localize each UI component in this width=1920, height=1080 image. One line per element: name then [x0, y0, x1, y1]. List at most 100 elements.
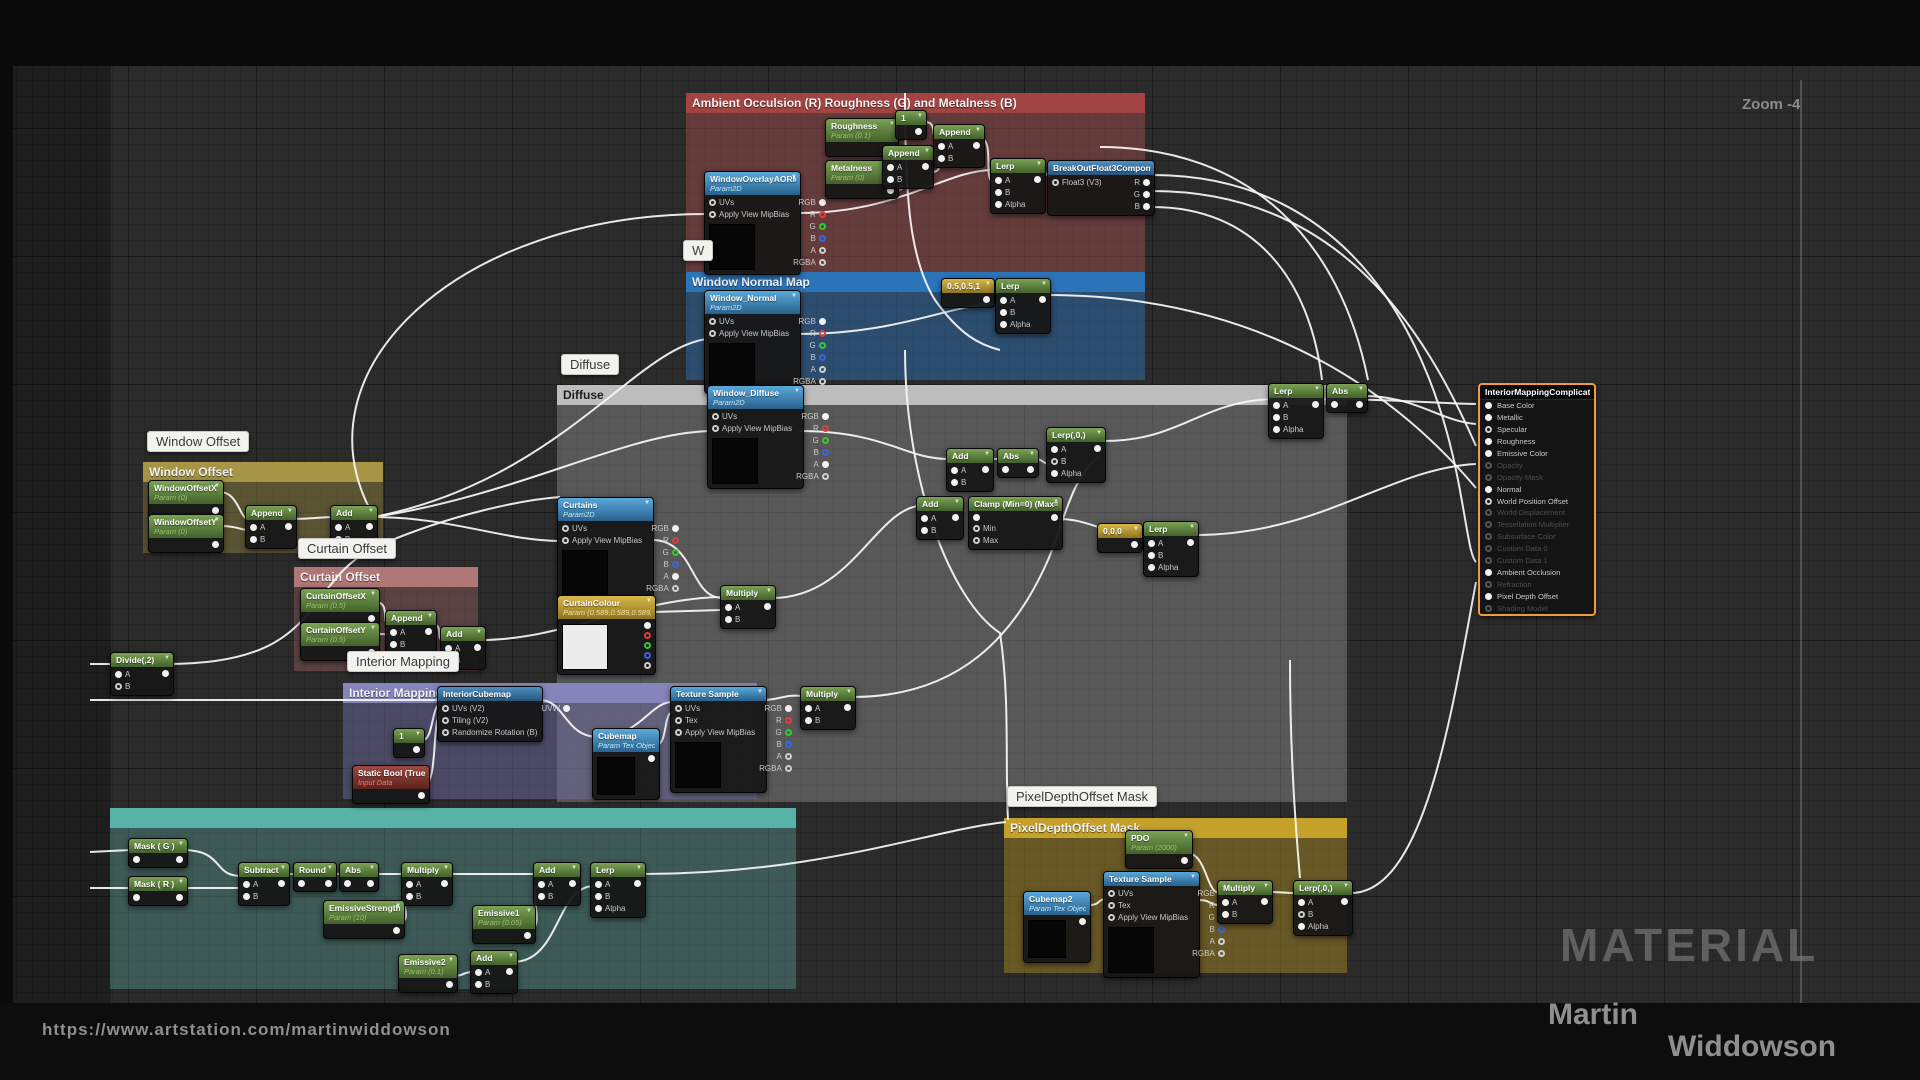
node-append-b-in-1-pin[interactable] [938, 155, 945, 162]
node-window-normal-out-1-pin[interactable] [818, 330, 826, 337]
dropdown-caret-icon[interactable]: ▼ [757, 689, 763, 695]
node-abs-tr[interactable]: Abs▼ [1326, 383, 1368, 413]
node-add-top-in-1-pin[interactable] [951, 479, 958, 486]
dropdown-caret-icon[interactable]: ▼ [280, 865, 286, 871]
node-clamp-in-0-pin[interactable] [973, 514, 980, 521]
node-multiply-pdo-header[interactable]: Multiply▼ [1218, 881, 1272, 895]
node-windowoverlay-aorm-out-4-pin[interactable] [818, 247, 826, 254]
dropdown-caret-icon[interactable]: ▼ [368, 508, 374, 514]
dropdown-caret-icon[interactable]: ▼ [370, 591, 376, 597]
node-lerp-a3-in-2-pin[interactable] [1051, 470, 1058, 477]
node-curtains-out-3-pin[interactable] [671, 561, 679, 568]
output-pin-0-dot[interactable] [1485, 402, 1492, 410]
dropdown-caret-icon[interactable]: ▼ [369, 865, 375, 871]
dropdown-caret-icon[interactable]: ▼ [287, 508, 293, 514]
dropdown-caret-icon[interactable]: ▼ [846, 689, 852, 695]
node-multiply-mid-out-0-pin[interactable] [844, 704, 851, 711]
node-append-a-header[interactable]: Append▼ [883, 146, 933, 160]
node-emissive-strength-out-0-pin[interactable] [393, 927, 400, 934]
node-interior-cubemap-in-2-pin[interactable] [442, 729, 449, 736]
node-multiply-teal-in-0-pin[interactable] [406, 881, 413, 888]
node-subtract-in-0-pin[interactable] [243, 881, 250, 888]
node-windowoverlay-aorm-out-0-pin[interactable] [818, 199, 826, 206]
node-round-in-0-pin[interactable] [298, 880, 305, 887]
dropdown-caret-icon[interactable]: ▼ [448, 957, 454, 963]
node-texture-sample-2-out-4-pin[interactable] [1217, 938, 1225, 945]
dropdown-caret-icon[interactable]: ▼ [178, 879, 184, 885]
node-abs-teal-out-0-pin[interactable] [367, 880, 374, 887]
node-append-co-out-0-pin[interactable] [425, 628, 432, 635]
node-window-diffuse-out-1-pin[interactable] [821, 425, 829, 432]
dropdown-caret-icon[interactable]: ▼ [164, 655, 170, 661]
node-divide-in-0-pin[interactable] [115, 671, 122, 678]
node-abs-teal-in-0-pin[interactable] [344, 880, 351, 887]
output-pin-4[interactable]: Emissive Color [1480, 448, 1594, 460]
node-abs-mid-header[interactable]: Abs▼ [998, 449, 1038, 463]
node-lerp-aorm-in-2-pin[interactable] [995, 201, 1002, 208]
node-subtract-in-1-pin[interactable] [243, 893, 250, 900]
dropdown-caret-icon[interactable]: ▼ [1096, 430, 1102, 436]
node-breakout-float3-out-0-pin[interactable] [1143, 179, 1150, 186]
node-curtainoffset-x-out-0-pin[interactable] [368, 615, 375, 622]
node-add-mid-in-1-pin[interactable] [921, 527, 928, 534]
node-window-diffuse-out-3-pin[interactable] [821, 449, 829, 456]
dropdown-caret-icon[interactable]: ▼ [646, 598, 652, 604]
node-interior-cubemap-in-1-pin[interactable] [442, 717, 449, 724]
node-window-diffuse-out-0-pin[interactable] [821, 413, 829, 420]
node-lerp-tr-out-0-pin[interactable] [1312, 401, 1319, 408]
node-multiply-curtain-header[interactable]: Multiply▼ [721, 586, 775, 600]
node-subtract-out-0-pin[interactable] [278, 880, 285, 887]
node-emissive2-out-0-pin[interactable] [446, 981, 453, 988]
node-lerp-teal-in-0-pin[interactable] [595, 881, 602, 888]
node-lerp-a3-in-0-pin[interactable] [1051, 446, 1058, 453]
node-lerp-pdo-out-0-pin[interactable] [1341, 898, 1348, 905]
dropdown-caret-icon[interactable]: ▼ [1036, 161, 1042, 167]
dropdown-caret-icon[interactable]: ▼ [370, 625, 376, 631]
node-lerp-aorm-in-1-pin[interactable] [995, 189, 1002, 196]
node-abs-teal-header[interactable]: Abs▼ [340, 863, 378, 877]
node-abs-tr-out-0-pin[interactable] [1356, 401, 1363, 408]
node-texture-sample-2-header[interactable]: Texture Sample▼ [1104, 872, 1199, 886]
node-mask-r-out-0-pin[interactable] [176, 894, 183, 901]
node-mask-g-out-0-pin[interactable] [176, 856, 183, 863]
node-const-05051-header[interactable]: 0.5,0.5,1▼ [942, 279, 994, 293]
output-pin-2-dot[interactable] [1485, 426, 1492, 434]
dropdown-caret-icon[interactable]: ▼ [791, 174, 797, 180]
dropdown-caret-icon[interactable]: ▼ [178, 841, 184, 847]
node-add-top-out-0-pin[interactable] [982, 466, 989, 473]
output-pin-9-dot[interactable] [1485, 509, 1492, 517]
node-const-000[interactable]: 0,0,0▼ [1097, 523, 1143, 553]
node-append-a-in-1-pin[interactable] [887, 176, 894, 183]
node-subtract-header[interactable]: Subtract▼ [239, 863, 289, 877]
node-add-mid-header[interactable]: Add▼ [917, 497, 963, 511]
node-lerp-pdo-in-0-pin[interactable] [1298, 899, 1305, 906]
node-pdo-param-out-0-pin[interactable] [1181, 857, 1188, 864]
node-breakout-float3-header[interactable]: BreakOutFloat3Components [1048, 161, 1154, 175]
node-mask-g-in-0-pin[interactable] [133, 856, 140, 863]
node-const-one-b[interactable]: 1▼ [393, 728, 425, 758]
output-pin-7-dot[interactable] [1485, 485, 1492, 493]
dropdown-caret-icon[interactable]: ▼ [1183, 833, 1189, 839]
